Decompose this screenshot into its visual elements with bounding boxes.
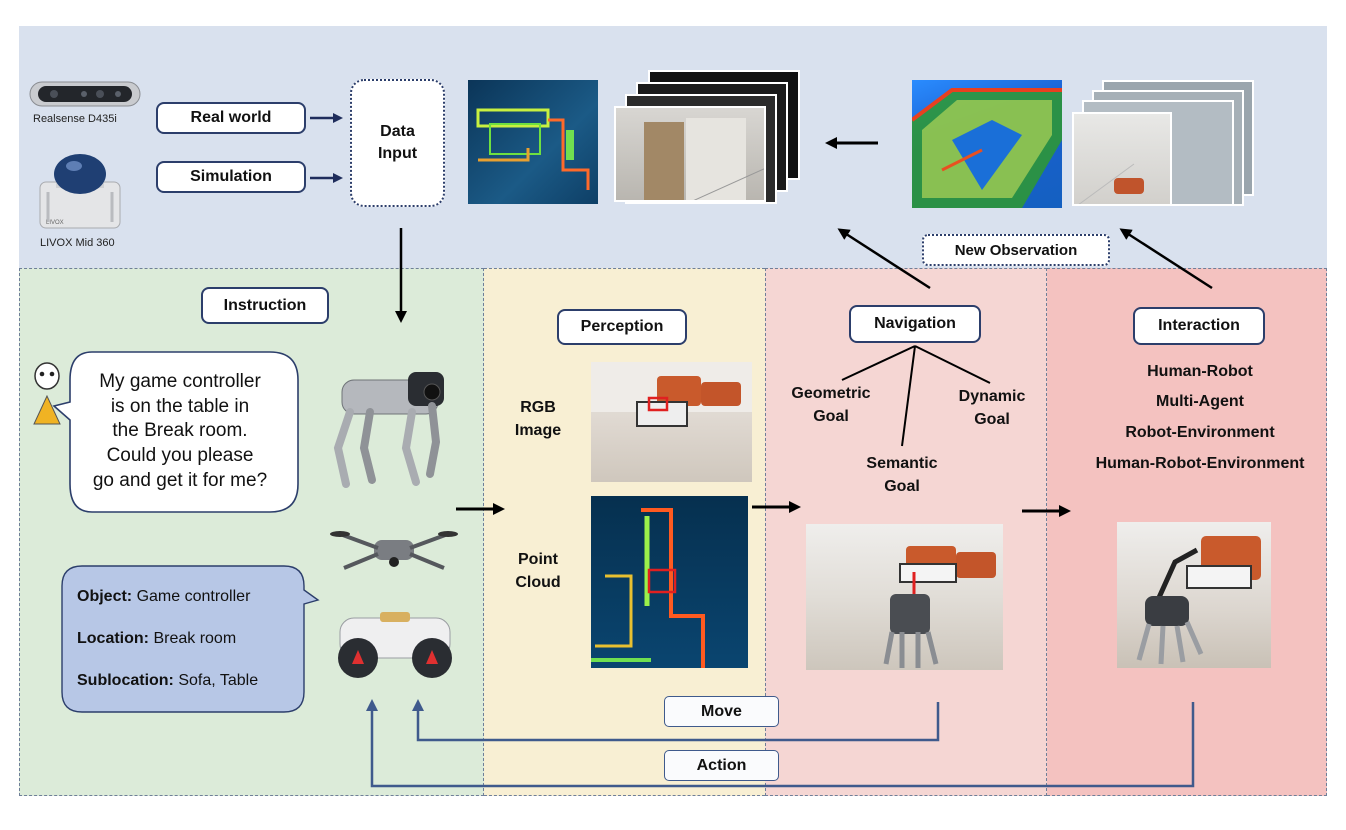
speech-line: the Break room. <box>112 420 248 442</box>
point-cloud-image <box>591 496 748 668</box>
new-observation-box: New Observation <box>922 234 1110 266</box>
object-key: Object: <box>77 588 133 605</box>
interaction-robot-image <box>1117 522 1271 668</box>
speech-line: Could you please <box>106 445 254 467</box>
svg-text:LIVOX: LIVOX <box>46 220 64 226</box>
instruction-box: Instruction <box>201 287 329 324</box>
sublocation-key: Sublocation: <box>77 672 174 689</box>
user-avatar-icon <box>30 362 66 428</box>
geometric-line2: Goal <box>813 408 849 426</box>
geometric-goal-label: Geometric Goal <box>779 382 883 428</box>
parsed-instruction-bubble <box>58 564 320 714</box>
action-feedback-line <box>366 699 1195 788</box>
navigation-box: Navigation <box>849 305 981 343</box>
simulation-box: Simulation <box>156 161 306 193</box>
sublocation-field: Sublocation: Sofa, Table <box>77 673 258 689</box>
action-box: Action <box>664 750 779 781</box>
parsed-fields: Object: Game controller Location: Break … <box>77 589 258 689</box>
sublocation-value: Sofa, Table <box>173 672 259 689</box>
speech-line: go and get it for me? <box>92 469 268 491</box>
navigation-robot-image <box>806 524 1003 670</box>
interaction-box: Interaction <box>1133 307 1265 345</box>
location-key: Location: <box>77 630 149 647</box>
semantic-line2: Goal <box>884 478 920 496</box>
semantic-line1: Semantic <box>866 455 938 472</box>
location-value: Break room <box>149 630 237 647</box>
move-box: Move <box>664 696 779 727</box>
interaction-item-label: Robot-Environment <box>1125 424 1275 441</box>
arrow-navigation-to-observation <box>837 228 931 290</box>
move-feedback-line <box>412 699 940 742</box>
dynamic-goal-label: Dynamic Goal <box>947 385 1037 431</box>
livox-lidar-image: LIVOX <box>34 152 126 232</box>
location-field: Location: Break room <box>77 631 258 673</box>
lidar-label: LIVOX Mid 360 <box>40 237 115 249</box>
camera-label: Realsense D435i <box>33 113 117 125</box>
object-field: Object: Game controller <box>77 589 258 631</box>
interaction-item-label: Human-Robot-Environment <box>1095 455 1305 472</box>
rgb-image <box>591 362 752 482</box>
interaction-item-label: Multi-Agent <box>1156 393 1244 410</box>
quadruped-robot-image <box>320 362 460 488</box>
rgb-image-label: RGB Image <box>508 396 568 442</box>
speech-bubble <box>52 350 304 516</box>
pc-line2: Cloud <box>515 574 561 592</box>
geometric-line1: Geometric <box>791 385 871 402</box>
data-input-box: Data Input <box>350 79 445 207</box>
pointcloud-3d-image <box>912 80 1062 208</box>
dynamic-line2: Goal <box>974 411 1010 429</box>
semantic-goal-label: Semantic Goal <box>852 452 952 498</box>
dynamic-line1: Dynamic <box>958 388 1026 405</box>
object-value: Game controller <box>132 588 251 605</box>
lidar-map-image <box>468 80 598 204</box>
rgb-line2: Image <box>514 422 562 440</box>
interaction-item-label: Human-Robot <box>1147 363 1253 380</box>
speech-line: is on the table in <box>110 395 250 417</box>
goal-branch-lines <box>841 345 991 447</box>
real-world-box: Real world <box>156 102 306 134</box>
sim-frame <box>1072 112 1172 206</box>
realsense-camera-image <box>28 80 142 108</box>
drone-image <box>330 524 458 578</box>
pc-line1: Point <box>518 551 558 568</box>
speech-line: My game controller <box>99 371 261 392</box>
data-input-line1: Data <box>380 122 415 140</box>
arrow-interaction-to-observation <box>1119 228 1213 290</box>
corridor-frame <box>614 106 766 202</box>
perception-box: Perception <box>557 309 687 345</box>
wheeled-robot-image <box>330 610 460 682</box>
rgb-line1: RGB <box>520 399 556 416</box>
speech-text: My game controller is on the table in th… <box>70 370 290 493</box>
point-cloud-label: Point Cloud <box>508 548 568 594</box>
data-input-line2: Input <box>377 145 418 162</box>
